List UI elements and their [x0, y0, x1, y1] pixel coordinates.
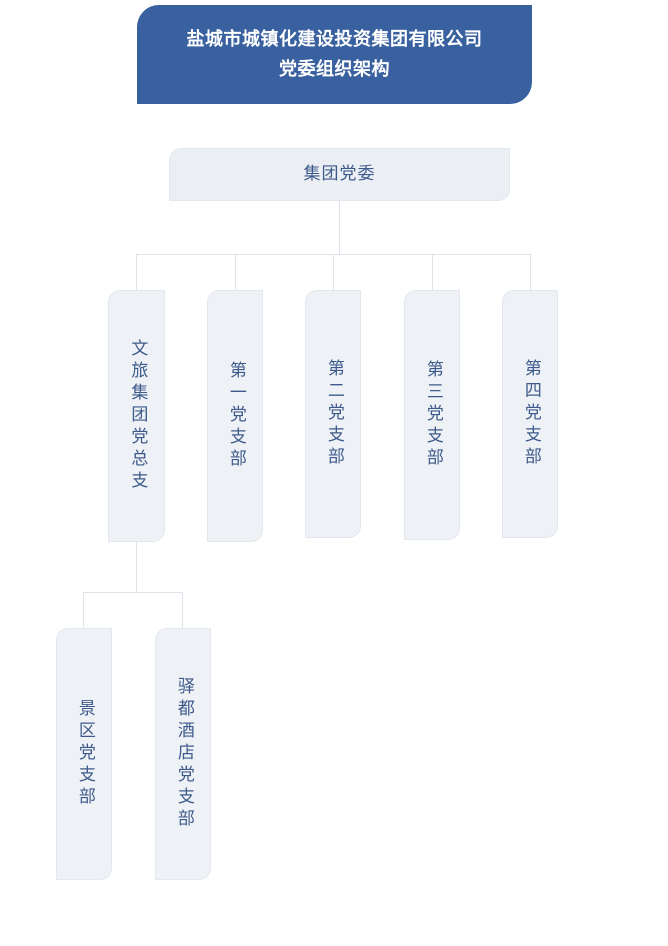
connector-drop-level2-5: [530, 254, 531, 290]
node-label: 驿都酒店党支部: [173, 677, 194, 831]
chart-title-line-2: 党委组织架构: [279, 58, 390, 80]
node-label: 集团党委: [303, 164, 376, 185]
node-yidu-hotel-party-branch[interactable]: 驿都酒店党支部: [155, 628, 211, 880]
node-party-branch-1[interactable]: 第一党支部: [207, 290, 263, 542]
chart-title-line-1: 盐城市城镇化建设投资集团有限公司: [186, 28, 483, 50]
node-culture-tourism-general-branch[interactable]: 文旅集团党总支: [108, 290, 165, 542]
connector-level3-bus: [83, 592, 183, 593]
connector-drop-level2-2: [235, 254, 236, 290]
node-label: 景区党支部: [74, 699, 95, 809]
node-label: 第四党支部: [520, 359, 541, 469]
chart-title-banner: 盐城市城镇化建设投资集团有限公司 党委组织架构: [137, 5, 532, 104]
node-label: 文旅集团党总支: [127, 339, 148, 493]
connector-drop-level3-1: [83, 592, 84, 628]
node-label: 第三党支部: [422, 360, 443, 470]
node-label: 第二党支部: [323, 359, 344, 469]
connector-drop-level2-4: [432, 254, 433, 290]
connector-drop-level3-2: [182, 592, 183, 628]
connector-root-stem: [339, 201, 340, 254]
node-party-branch-4[interactable]: 第四党支部: [502, 290, 558, 538]
node-group-party-committee[interactable]: 集团党委: [169, 148, 510, 201]
node-label: 第一党支部: [225, 361, 246, 471]
node-party-branch-2[interactable]: 第二党支部: [305, 290, 361, 538]
node-scenic-area-party-branch[interactable]: 景区党支部: [56, 628, 112, 880]
connector-drop-level2-1: [136, 254, 137, 290]
node-party-branch-3[interactable]: 第三党支部: [404, 290, 460, 540]
connector-culture-tourism-stem: [136, 542, 137, 592]
connector-drop-level2-3: [333, 254, 334, 290]
